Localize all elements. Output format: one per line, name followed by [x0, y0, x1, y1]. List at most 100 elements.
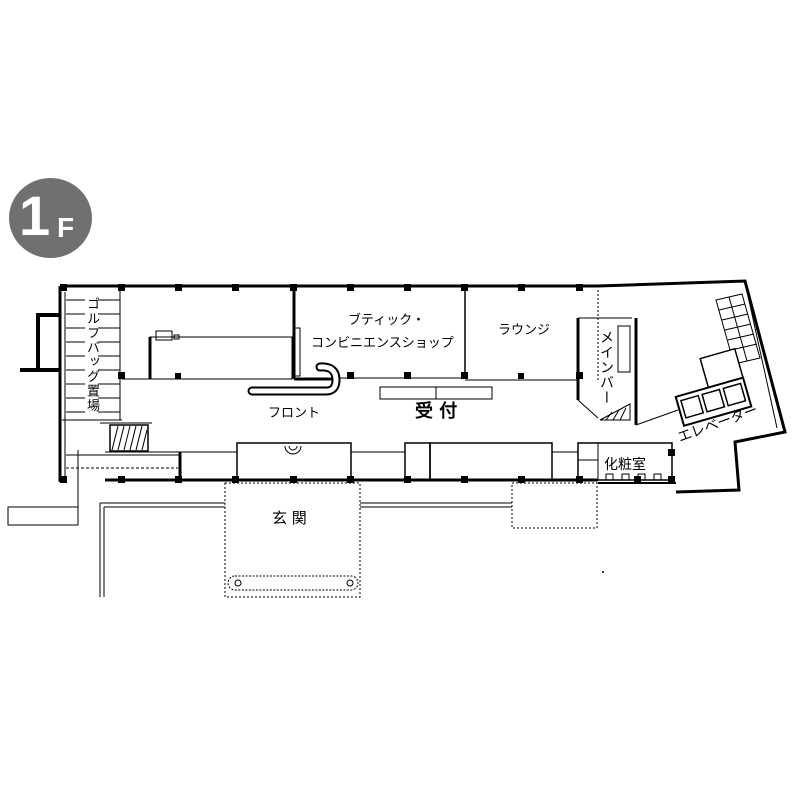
west-room-fixture [155, 330, 173, 341]
stair-hatch [123, 425, 131, 451]
floor-badge [9, 178, 92, 258]
bar-shelf [617, 325, 631, 373]
column [404, 476, 411, 483]
column [668, 476, 675, 483]
floor-badge-letter: F [57, 212, 75, 243]
elevator-car [701, 388, 726, 413]
bar-hatch-line [619, 407, 627, 421]
column [290, 284, 297, 291]
bar-hatch-line [605, 411, 613, 421]
lounge-label: ラウンジ [498, 323, 551, 338]
entrance-label: 玄 関 [272, 509, 307, 527]
stair-divider [728, 296, 748, 362]
boutique-label-line2: コンビニエンスショップ [311, 336, 454, 351]
column [232, 284, 239, 291]
golf-bag-storage-label: ゴルフバッグ置場 [84, 297, 99, 413]
entrance-bollard [234, 579, 242, 587]
column [290, 476, 297, 483]
restroom-fixture [621, 473, 630, 481]
south-west-area [7, 422, 180, 526]
south-room-c [429, 442, 553, 481]
elevator-car [680, 394, 705, 419]
restroom-label: 化粧室 [604, 457, 646, 473]
stair-step [727, 333, 755, 341]
stair-step [724, 323, 752, 331]
column [347, 284, 354, 291]
bar-to-elevator-line [635, 409, 679, 426]
column [175, 373, 181, 379]
front-desk [247, 362, 341, 396]
column [576, 372, 583, 379]
lobby-door-arc [284, 445, 302, 455]
column [461, 284, 468, 291]
south-room-a [179, 451, 238, 481]
column [175, 476, 182, 483]
south-west-box [7, 506, 79, 526]
south-room-b [404, 442, 431, 481]
elevator-car [722, 382, 747, 407]
entrance-area [99, 482, 604, 598]
stair-hatch [129, 425, 137, 451]
column [232, 476, 239, 483]
bar-entry-line [577, 399, 599, 419]
lobby-door-arc-inner [288, 445, 298, 451]
south-rooms [105, 442, 578, 481]
north-east-wall [60, 279, 787, 494]
column [60, 476, 67, 483]
south-east-dotted-area [511, 482, 598, 529]
restroom-fixture [605, 473, 614, 481]
column [576, 476, 583, 483]
west-annex-wall [20, 313, 60, 372]
stair-hatch [111, 425, 119, 451]
boutique-label-line1: ブティック・ [348, 313, 425, 328]
bar-stair-hatch [599, 403, 631, 421]
west-room-fixture-small [173, 334, 180, 340]
bar-hatch-line [612, 409, 620, 421]
lobby-room [236, 442, 352, 481]
column [668, 449, 675, 456]
columns [60, 284, 675, 483]
column [347, 476, 354, 483]
front-desk-label: フロント [268, 406, 321, 421]
west-room-outline [149, 336, 293, 380]
entrance-bollard [346, 579, 354, 587]
column [518, 373, 524, 379]
north-east-inner-wall [747, 295, 778, 429]
restroom [577, 442, 673, 481]
column [60, 284, 67, 291]
column [347, 372, 354, 379]
south-east-marker [602, 571, 604, 573]
reception-label: 受 付 [415, 401, 458, 422]
stair-block [109, 424, 149, 452]
main-bar [576, 317, 679, 426]
boutique-shelf [294, 327, 301, 377]
restroom-fixture [653, 473, 662, 481]
column [118, 476, 125, 483]
west-room [122, 330, 293, 380]
elevator-bank [674, 347, 753, 427]
north-east-stair-outline [715, 293, 761, 365]
stair-hatch [117, 425, 125, 451]
boutique-room [292, 286, 466, 381]
column [175, 284, 182, 291]
column [461, 476, 468, 483]
front-desk-counter-fill [249, 364, 339, 394]
main-bar-label: メインバー [598, 330, 614, 405]
column [576, 284, 583, 291]
stair-hatch [141, 429, 148, 451]
column [404, 372, 411, 379]
stair-hatch [135, 425, 143, 451]
entrance-canopy [224, 482, 361, 598]
column [634, 476, 641, 483]
entrance-drop-off-slot [227, 575, 359, 591]
column [404, 284, 411, 291]
column [118, 372, 125, 379]
column [518, 284, 525, 291]
column [518, 476, 525, 483]
reception-counter [379, 386, 493, 400]
column [461, 372, 468, 379]
column [118, 284, 125, 291]
floor-badge-number: 1 [19, 184, 51, 247]
